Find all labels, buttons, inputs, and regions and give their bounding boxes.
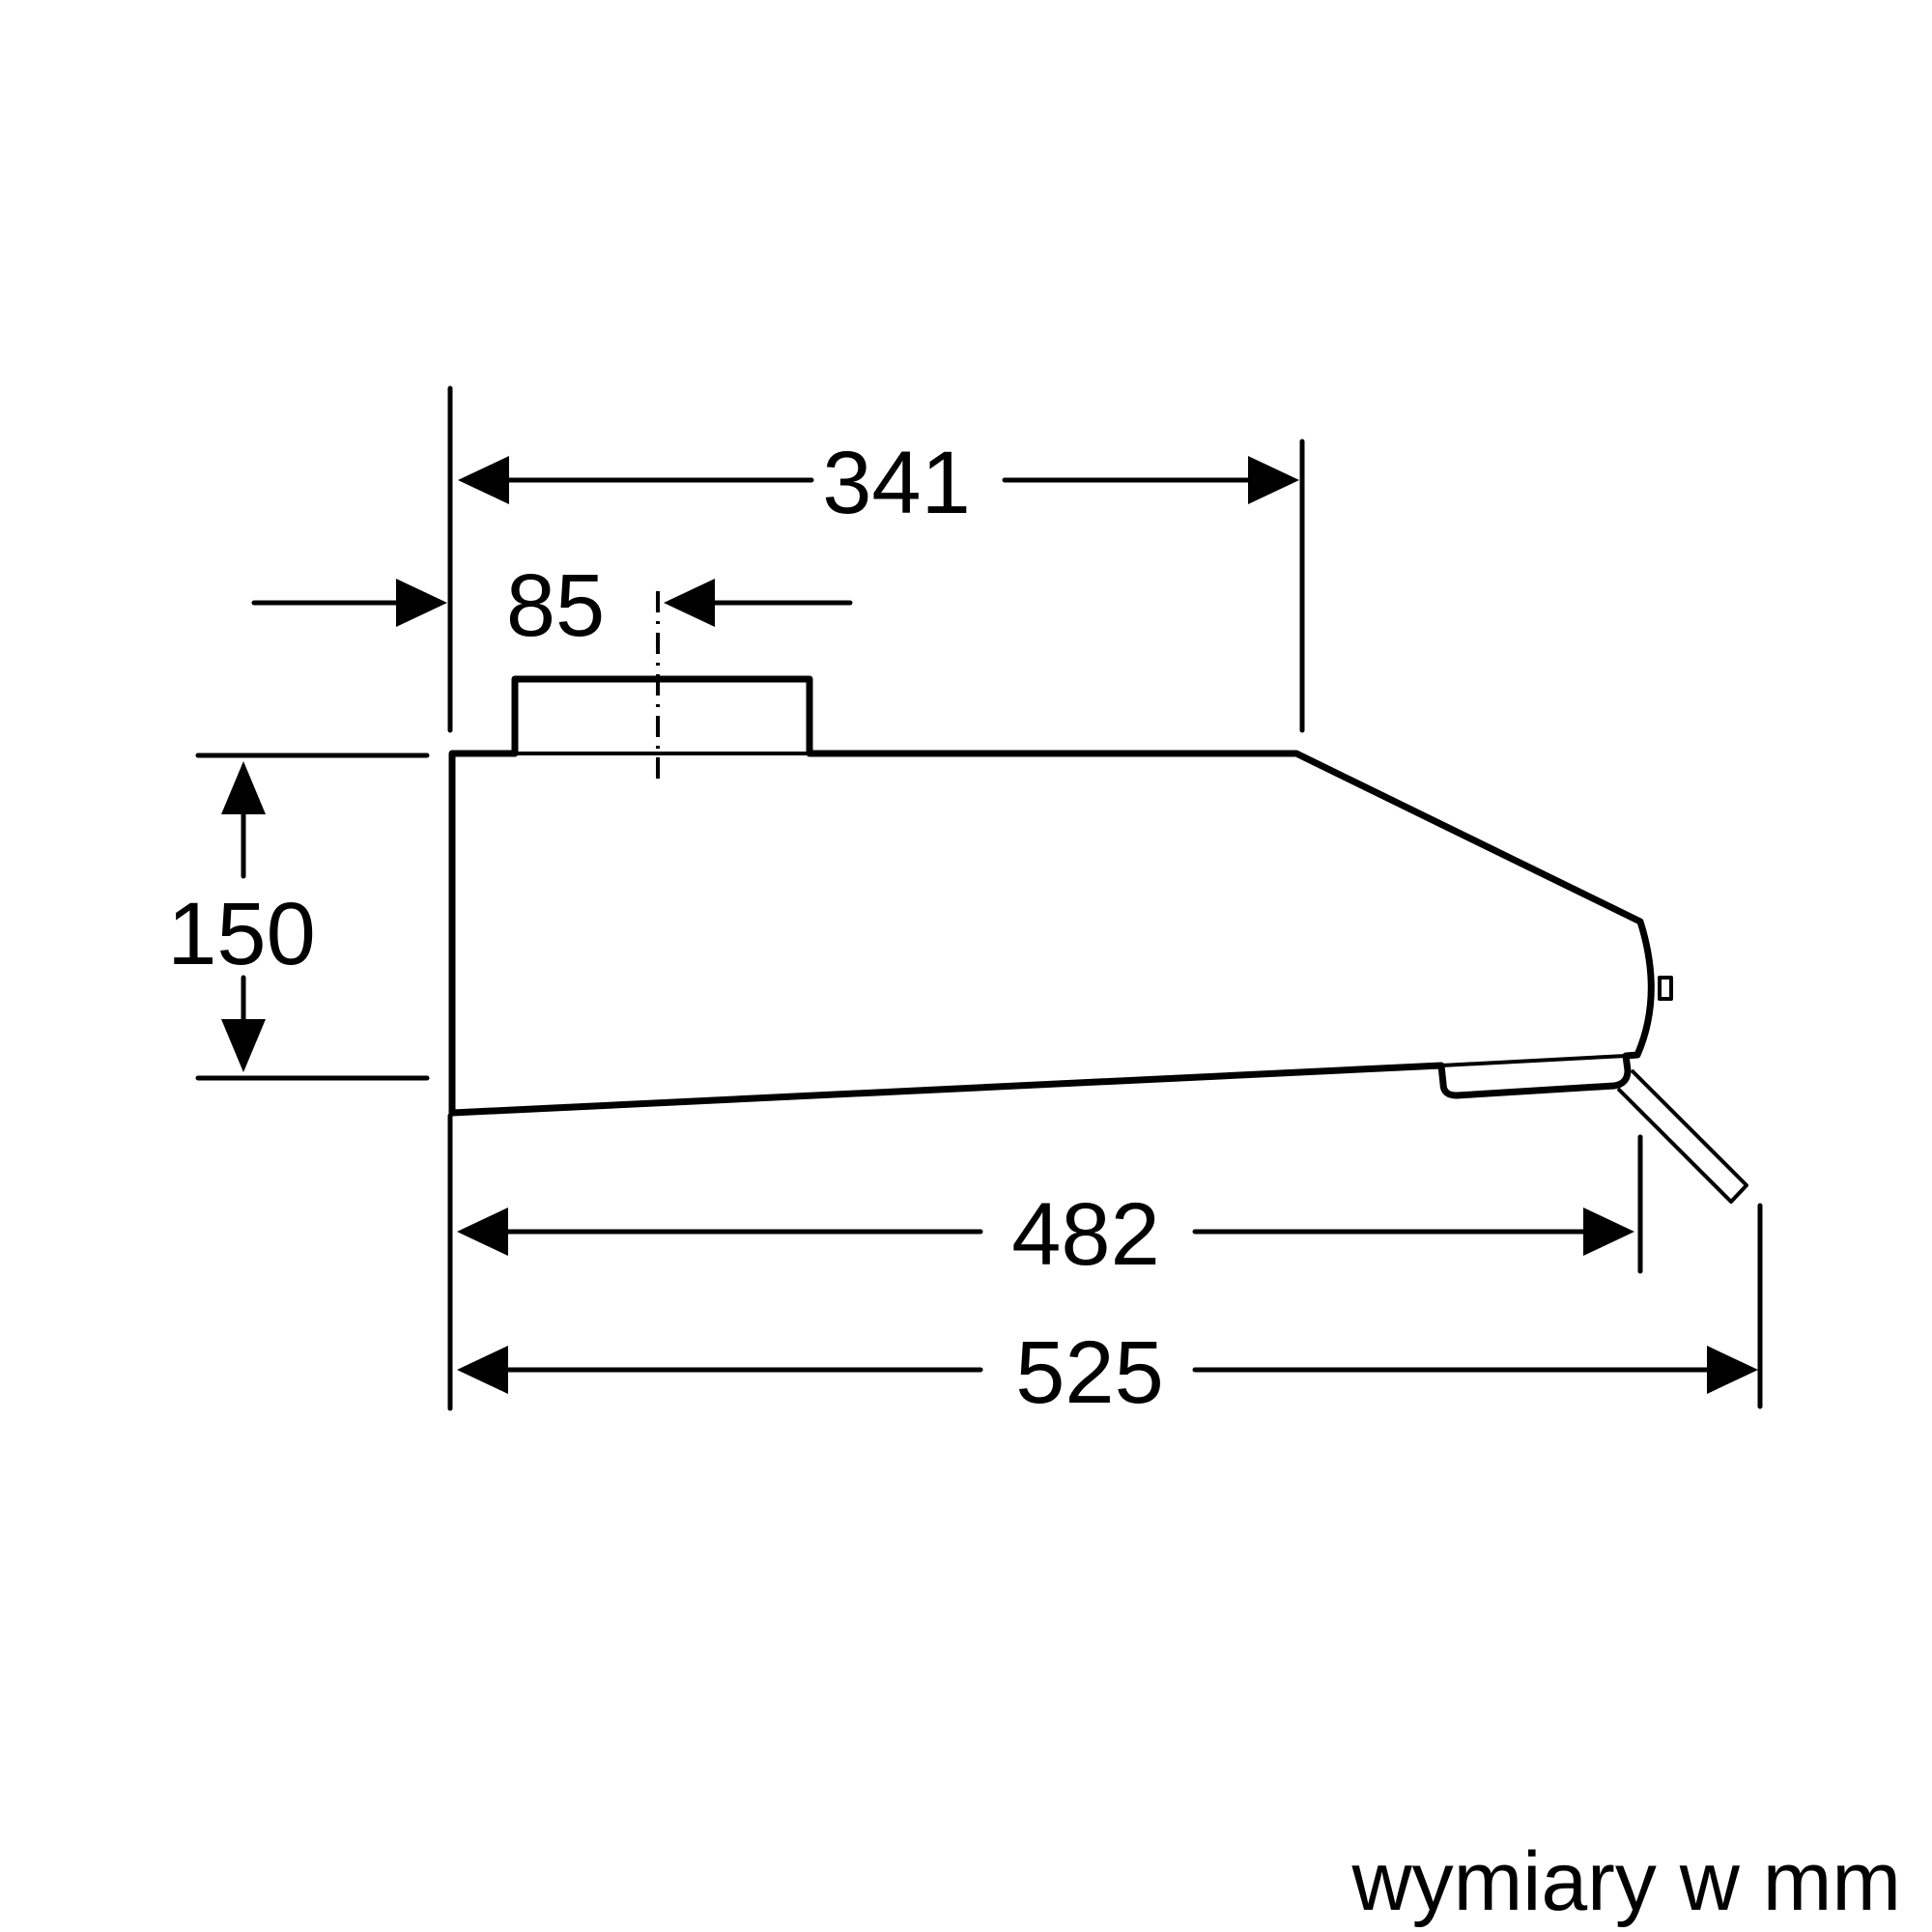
hood-knob	[1658, 976, 1673, 1001]
extension-lines	[195, 385, 1763, 1411]
arrowhead-482-left	[457, 1208, 508, 1256]
hood-body-outline	[448, 675, 1655, 1117]
arrowhead-85-right	[664, 579, 715, 627]
dimension-85: 85	[251, 556, 853, 655]
arrowhead-341-left	[458, 456, 509, 504]
arrowhead-150-bottom	[221, 1019, 266, 1072]
arrowhead-85-left	[396, 579, 447, 627]
hood-extraction-flap	[1616, 1068, 1748, 1204]
dimension-label-85: 85	[506, 556, 605, 655]
hood-outline	[448, 591, 1748, 1204]
hood-bottom-panel-line	[1440, 1054, 1627, 1067]
dimension-525: 525	[457, 1323, 1758, 1422]
units-caption: wymiary w mm	[1351, 1835, 1902, 1928]
dimension-150: 150	[167, 761, 316, 1072]
dimension-341: 341	[458, 434, 1299, 532]
dimension-label-482: 482	[1011, 1185, 1160, 1284]
arrowhead-150-top	[221, 761, 266, 814]
dimension-label-341: 341	[822, 434, 971, 532]
arrowhead-525-left	[457, 1346, 508, 1394]
arrowhead-341-right	[1248, 456, 1299, 504]
dimension-482: 482	[457, 1185, 1634, 1284]
arrowhead-525-right	[1707, 1346, 1758, 1394]
dimension-label-150: 150	[167, 885, 316, 983]
arrowhead-482-right	[1583, 1208, 1634, 1256]
dimension-label-525: 525	[1015, 1323, 1164, 1422]
